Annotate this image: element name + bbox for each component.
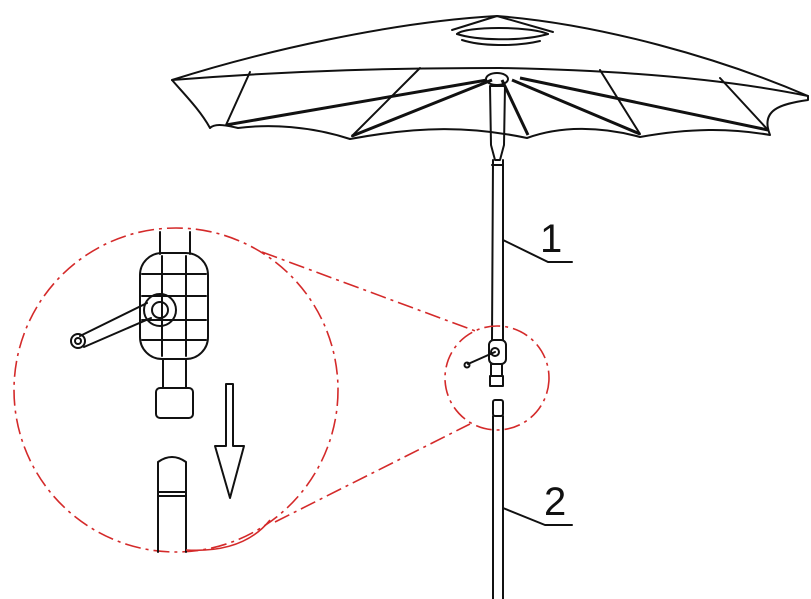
lower-pole-top-detail	[157, 456, 187, 553]
label-2-group: 2	[502, 480, 573, 526]
down-arrow-icon	[214, 383, 245, 499]
upper-pole	[489, 85, 506, 341]
detail-circle-clip-edge	[185, 519, 271, 552]
connector-line-bottom	[274, 423, 471, 523]
magnified-detail-circle	[13, 227, 339, 553]
crank-handle-icon	[70, 231, 209, 419]
crank-handle-small	[463, 339, 507, 387]
label-1-group: 1	[502, 217, 573, 263]
umbrella-canopy-icon	[171, 15, 809, 140]
detail-marker-circle	[444, 325, 550, 431]
connector-line-top	[261, 251, 479, 333]
label-2: 2	[544, 480, 566, 524]
label-1: 1	[540, 217, 562, 261]
